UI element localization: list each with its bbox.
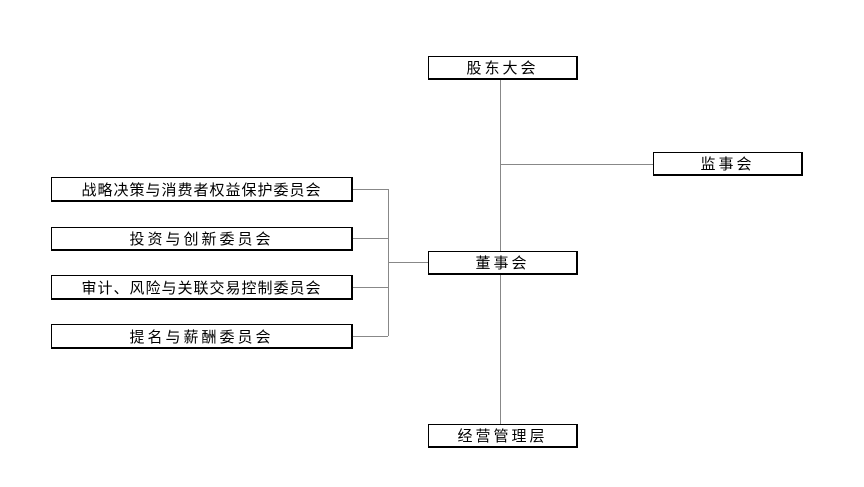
connector-committee-3 xyxy=(352,287,388,288)
connector-committee-4 xyxy=(352,336,388,337)
board-of-directors-box: 董事会 xyxy=(428,251,578,275)
committee-investment-box: 投资与创新委员会 xyxy=(51,227,353,251)
connector-to-supervisory-board xyxy=(500,164,653,165)
connector-shareholders-to-board xyxy=(500,80,501,252)
connector-board-to-management xyxy=(500,275,501,424)
shareholders-meeting-box: 股东大会 xyxy=(428,56,578,80)
committee-nomination-box: 提名与薪酬委员会 xyxy=(51,324,353,349)
connector-committee-2 xyxy=(352,238,388,239)
committee-strategy-box: 战略决策与消费者权益保护委员会 xyxy=(51,177,353,202)
connector-bus-to-board xyxy=(388,262,428,263)
committee-audit-box: 审计、风险与关联交易控制委员会 xyxy=(51,275,353,300)
management-box: 经营管理层 xyxy=(428,424,578,448)
supervisory-board-box: 监事会 xyxy=(653,152,803,176)
connector-committee-1 xyxy=(352,189,388,190)
